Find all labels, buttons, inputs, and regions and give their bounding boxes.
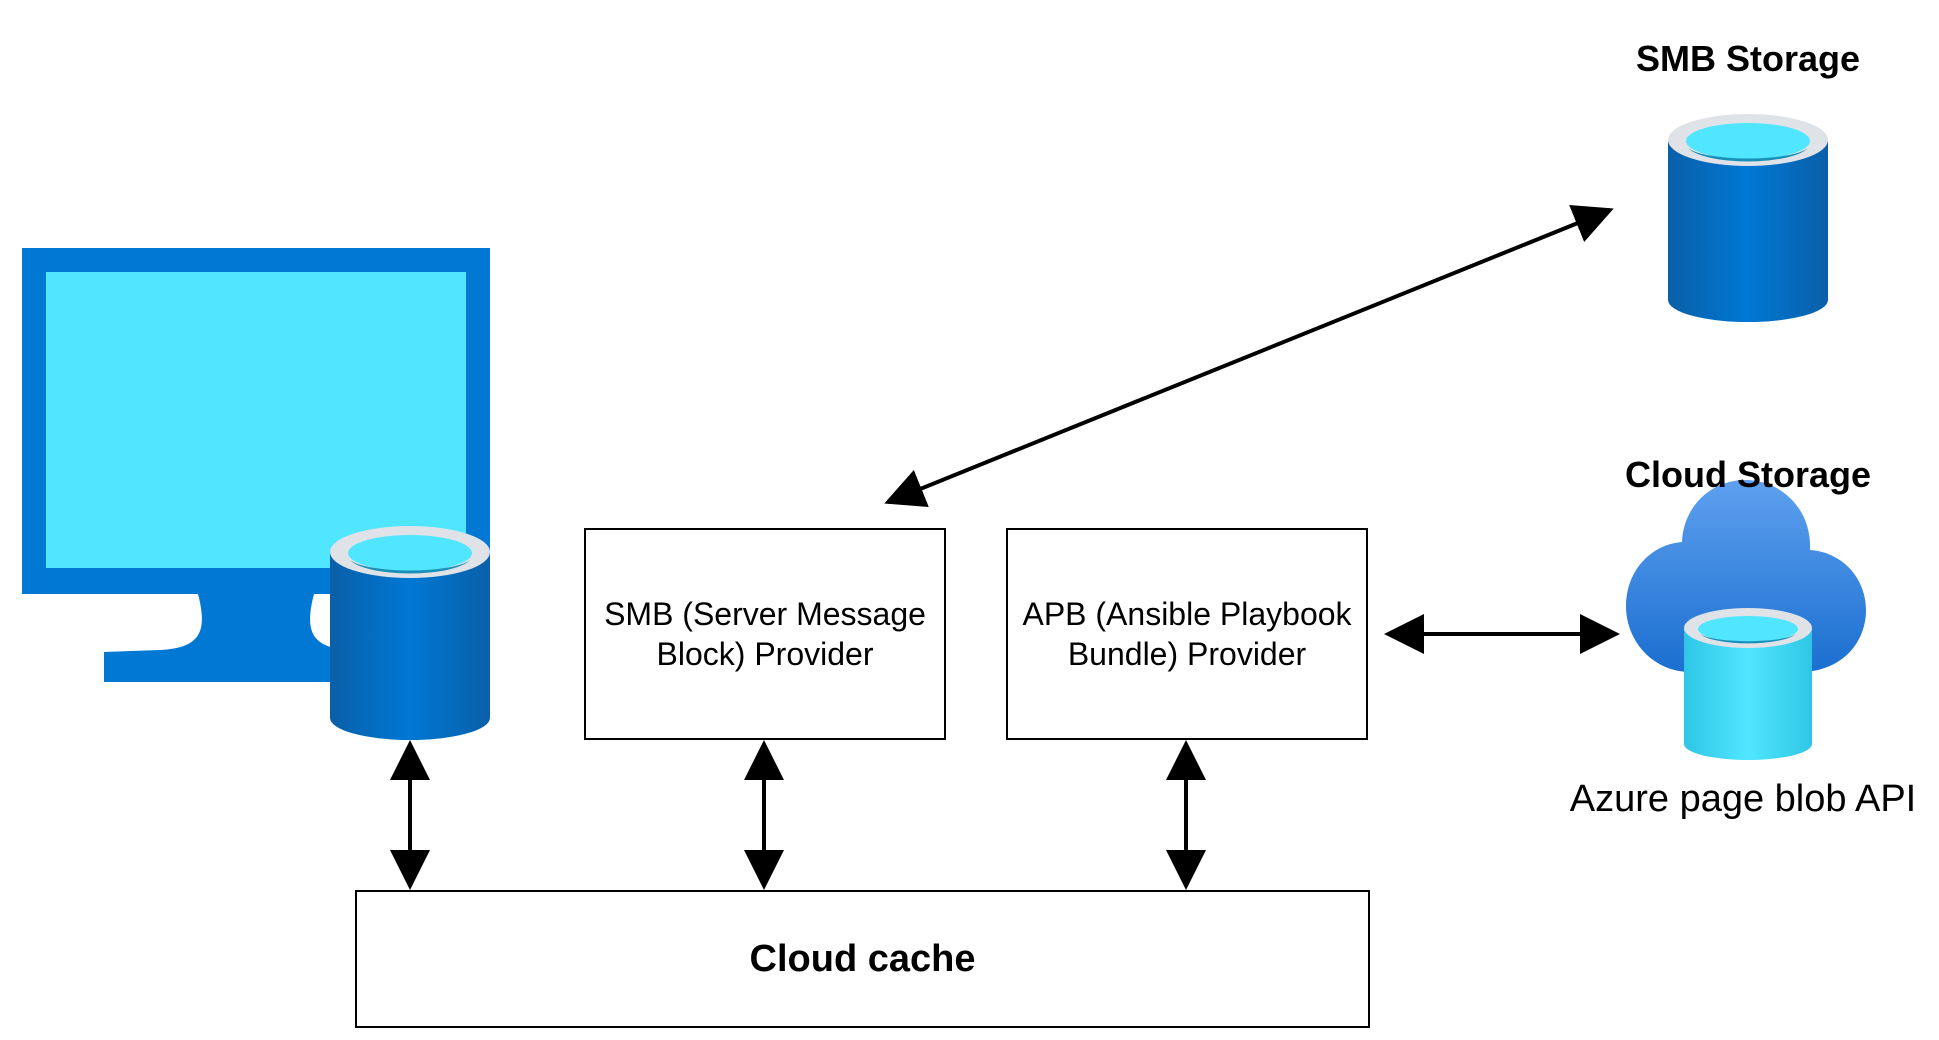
- smb-storage-database-icon: [1668, 114, 1828, 322]
- cloud-storage-caption: Azure page blob API: [1569, 778, 1917, 820]
- cloud-cache-box: Cloud cache: [355, 890, 1370, 1028]
- cloud-storage-title: Cloud Storage: [1624, 454, 1871, 495]
- computer-monitor-icon: [22, 248, 490, 682]
- smb-storage-title: SMB Storage: [1635, 38, 1861, 79]
- edge-smb-provider-smb-storage: [884, 204, 1614, 508]
- apb-provider-box: APB (Ansible Playbook Bundle) Provider: [1006, 528, 1368, 740]
- smb-provider-label: SMB (Server Message Block) Provider: [604, 596, 926, 672]
- database-icon: [330, 526, 490, 740]
- cloud-cache-label: Cloud cache: [749, 937, 976, 980]
- edges: [390, 204, 1620, 890]
- smb-provider-box: SMB (Server Message Block) Provider: [584, 528, 946, 740]
- cloud-storage-icon: [1626, 480, 1866, 760]
- apb-provider-label: APB (Ansible Playbook Bundle) Provider: [1022, 596, 1352, 672]
